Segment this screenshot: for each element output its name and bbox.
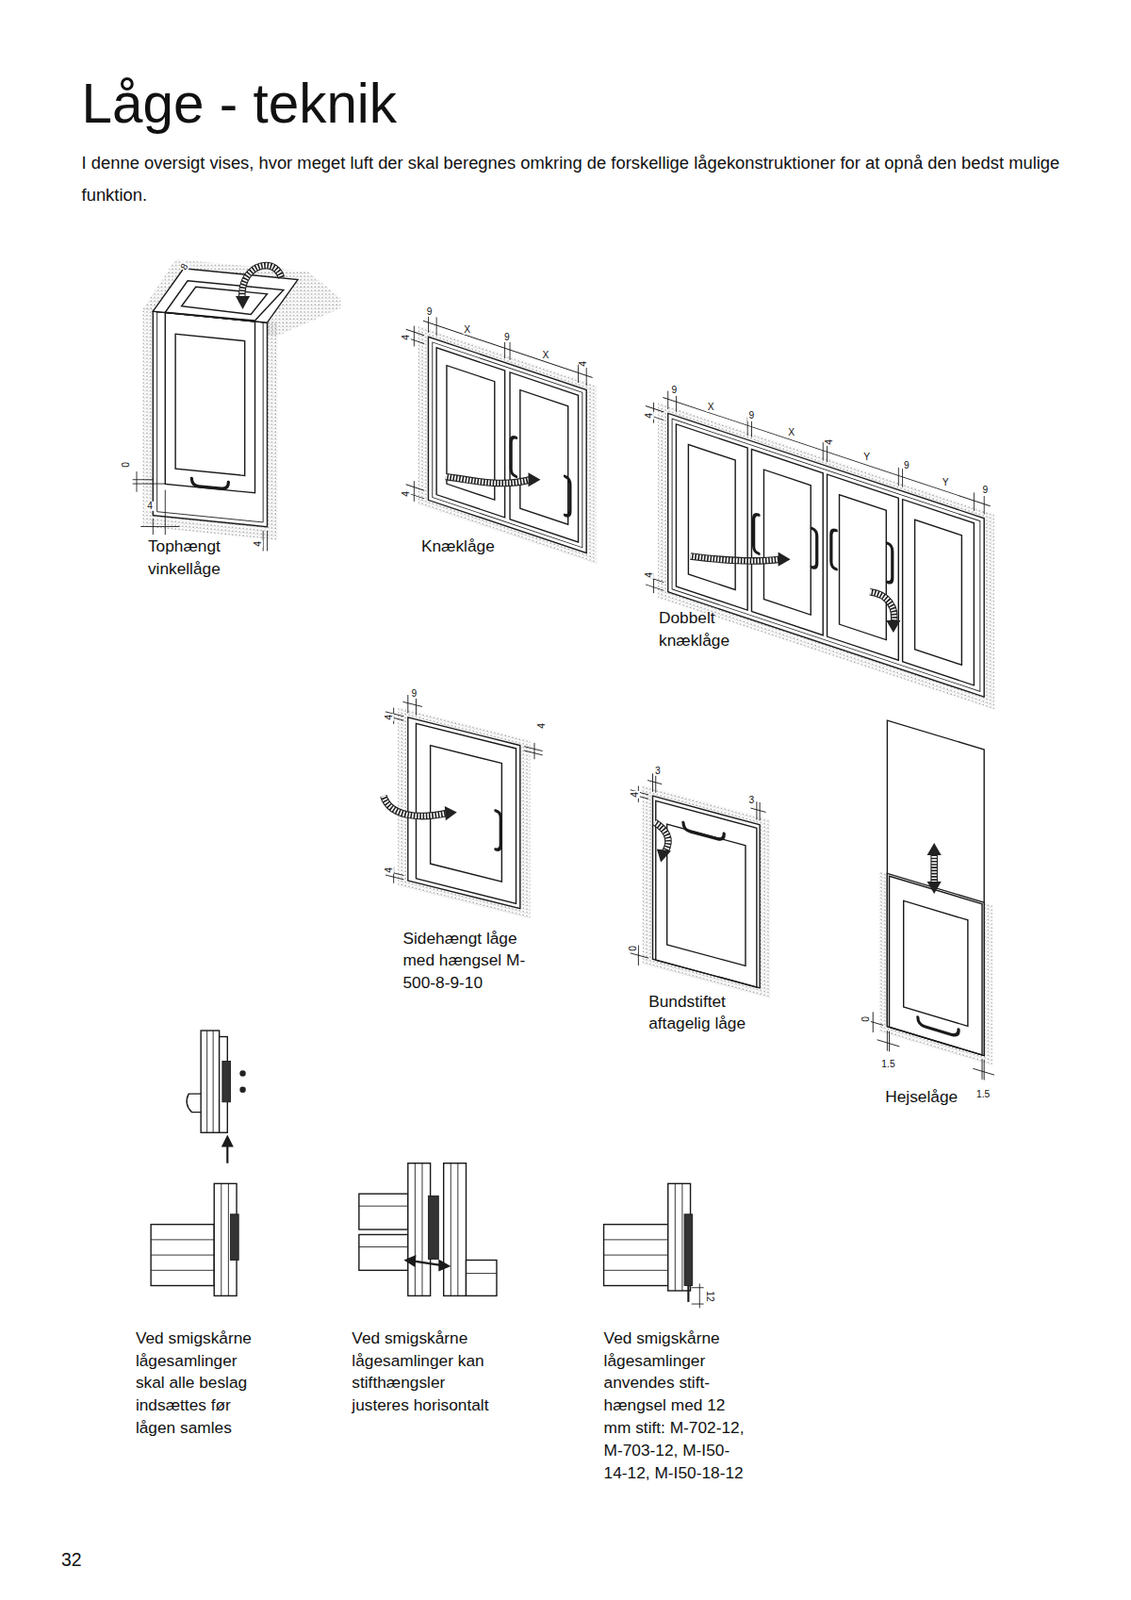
- bottom-pinned-door: [630, 767, 771, 1001]
- door-type-label: Knæklåge: [421, 535, 544, 558]
- dimension: 1.5: [880, 1058, 896, 1068]
- adjustable-hinge-detail: [359, 1163, 497, 1296]
- side-hung-door: [385, 688, 543, 922]
- dimension: X: [462, 324, 472, 334]
- pin-hinge-detail: [604, 1182, 705, 1308]
- dimension: 4: [824, 438, 835, 446]
- dimension: 12: [704, 1290, 715, 1303]
- note-text: Ved smigskårne lågesamlinger anvendes st…: [604, 1327, 745, 1485]
- dimension: 4: [644, 571, 655, 579]
- dimension: 9: [409, 688, 418, 699]
- door-type-label: Hejselåge: [885, 1085, 977, 1109]
- dimension: X: [786, 427, 796, 438]
- door-type-label: Sidehængt låge med hængsel M-500-8-9-10: [402, 927, 545, 995]
- dimension: 0: [861, 1015, 871, 1023]
- dimension: 9: [981, 485, 989, 495]
- dimension: 9: [748, 410, 756, 421]
- dimension: 0: [628, 944, 639, 952]
- dimension: 0: [121, 461, 132, 470]
- dimension: 4: [578, 360, 589, 368]
- dimension: 4: [401, 333, 411, 342]
- page-number: 32: [61, 1548, 82, 1572]
- dimension: X: [540, 349, 550, 360]
- top-hung-door: [132, 259, 342, 551]
- door-type-label: Bundstiftet aftagelig låge: [648, 990, 776, 1036]
- dimension: 4: [384, 866, 394, 874]
- dimension: 3: [654, 766, 662, 776]
- dimension: Y: [941, 477, 951, 488]
- dimension: 9: [670, 385, 678, 395]
- dimension: 9: [503, 332, 511, 343]
- dimension: 4: [536, 722, 546, 731]
- note-text: Ved smigskårne lågesamlinger skal alle b…: [135, 1327, 263, 1440]
- dimension: 1.5: [975, 1089, 991, 1099]
- dimension: 4: [253, 540, 263, 548]
- double-folding-door: [645, 383, 995, 710]
- intro-text: I denne oversigt vises, hvor meget luft …: [81, 147, 1087, 212]
- dimension: 4: [384, 713, 394, 722]
- dimension: 9: [426, 307, 434, 317]
- page-title: Låge - teknik: [81, 73, 398, 134]
- dimension: X: [706, 402, 716, 412]
- note-text: Ved smigskårne lågesamlinger kan stifthæ…: [351, 1327, 505, 1417]
- dimension: 9: [902, 460, 911, 471]
- dimension: Y: [862, 452, 871, 462]
- door-type-label: Tophængt vinkellåge: [147, 535, 269, 581]
- dimension: 4: [146, 501, 154, 511]
- door-type-label: Dobbelt knæklåge: [658, 606, 761, 653]
- dimension: 4: [630, 790, 640, 799]
- folding-door: [406, 306, 597, 564]
- dimension: 4: [644, 412, 655, 421]
- lift-door: [865, 713, 995, 1083]
- mitred-frame-detail: [150, 1030, 246, 1295]
- dimension: 3: [748, 795, 756, 805]
- dimension: 4: [401, 490, 411, 498]
